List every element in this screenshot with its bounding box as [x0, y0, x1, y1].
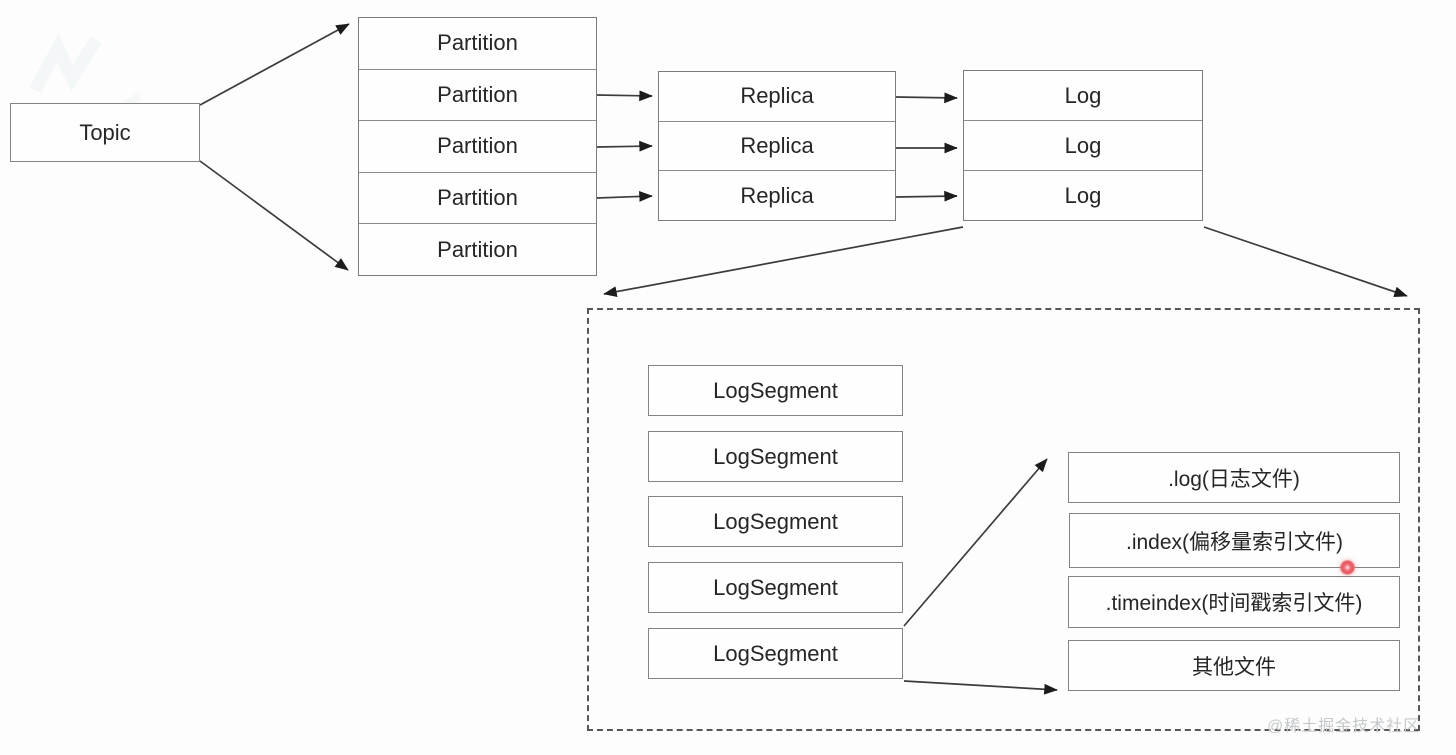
file-box-index: .index(偏移量索引文件): [1069, 513, 1400, 568]
logsegment-box: LogSegment: [648, 496, 903, 547]
log-row: Log: [964, 171, 1202, 220]
partition-row: Partition: [359, 173, 596, 225]
replica-row: Replica: [659, 171, 895, 220]
partition-label: Partition: [437, 30, 518, 56]
log-row: Log: [964, 71, 1202, 121]
log-label: Log: [1064, 182, 1102, 208]
partition-label: Partition: [437, 236, 518, 262]
arrow-topic-to-partitions-bottom: [199, 160, 349, 271]
arrow-partition4-to-replica3: [596, 191, 653, 202]
partition-stack: Partition Partition Partition Partition …: [358, 17, 597, 276]
watermark: @稀土掘金技术社区: [1267, 718, 1421, 735]
topic-box: Topic: [10, 103, 200, 162]
arrow-partition2-to-replica1: [596, 90, 653, 102]
logsegment-label: LogSegment: [713, 508, 838, 534]
log-row: Log: [964, 121, 1202, 171]
arrow-partition3-to-replica2: [596, 140, 653, 152]
file-label-index: .index(偏移量索引文件): [1125, 530, 1344, 554]
partition-row: Partition: [359, 224, 596, 275]
log-stack: Log Log Log: [963, 70, 1203, 221]
replica-label: Replica: [740, 83, 814, 109]
replica-label: Replica: [740, 133, 814, 158]
arrow-log-to-detail-right: [1203, 226, 1408, 298]
arrow-topic-to-partitions-top: [199, 23, 350, 106]
logsegment-label: LogSegment: [713, 443, 838, 469]
partition-row: Partition: [359, 121, 596, 173]
file-label-timeindex: .timeindex(时间戳索引文件): [1105, 592, 1363, 615]
logsegment-box: LogSegment: [648, 365, 903, 416]
partition-row: Partition: [359, 70, 596, 122]
logsegment-box: LogSegment: [648, 628, 903, 679]
arrow-replica3-to-log3: [895, 190, 958, 202]
partition-row: Partition: [359, 18, 596, 70]
arrow-replica1-to-log1: [895, 92, 958, 104]
partition-label: Partition: [437, 133, 518, 159]
logsegment-label: LogSegment: [713, 377, 838, 403]
replica-row: Replica: [659, 122, 895, 172]
file-box-other: 其他文件: [1068, 640, 1400, 691]
log-detail-dashed-container: [587, 308, 1420, 731]
file-label-log: .log(日志文件): [1168, 467, 1300, 491]
replica-row: Replica: [659, 72, 895, 122]
file-label-other: 其他文件: [1192, 655, 1276, 679]
replica-stack: Replica Replica Replica: [658, 71, 896, 221]
file-box-timeindex: .timeindex(时间戳索引文件): [1068, 576, 1400, 628]
logsegment-label: LogSegment: [713, 640, 838, 666]
topic-label: Topic: [79, 119, 131, 145]
arrow-log-to-detail-left: [603, 226, 964, 298]
laser-pointer-dot: [1340, 560, 1355, 575]
partition-label: Partition: [437, 81, 518, 107]
logsegment-box: LogSegment: [648, 562, 903, 613]
logsegment-box: LogSegment: [648, 431, 903, 482]
file-box-log: .log(日志文件): [1068, 452, 1400, 503]
log-label: Log: [1064, 82, 1102, 108]
replica-label: Replica: [740, 182, 814, 208]
log-label: Log: [1064, 132, 1102, 158]
partition-label: Partition: [437, 185, 518, 211]
logsegment-label: LogSegment: [713, 574, 838, 600]
